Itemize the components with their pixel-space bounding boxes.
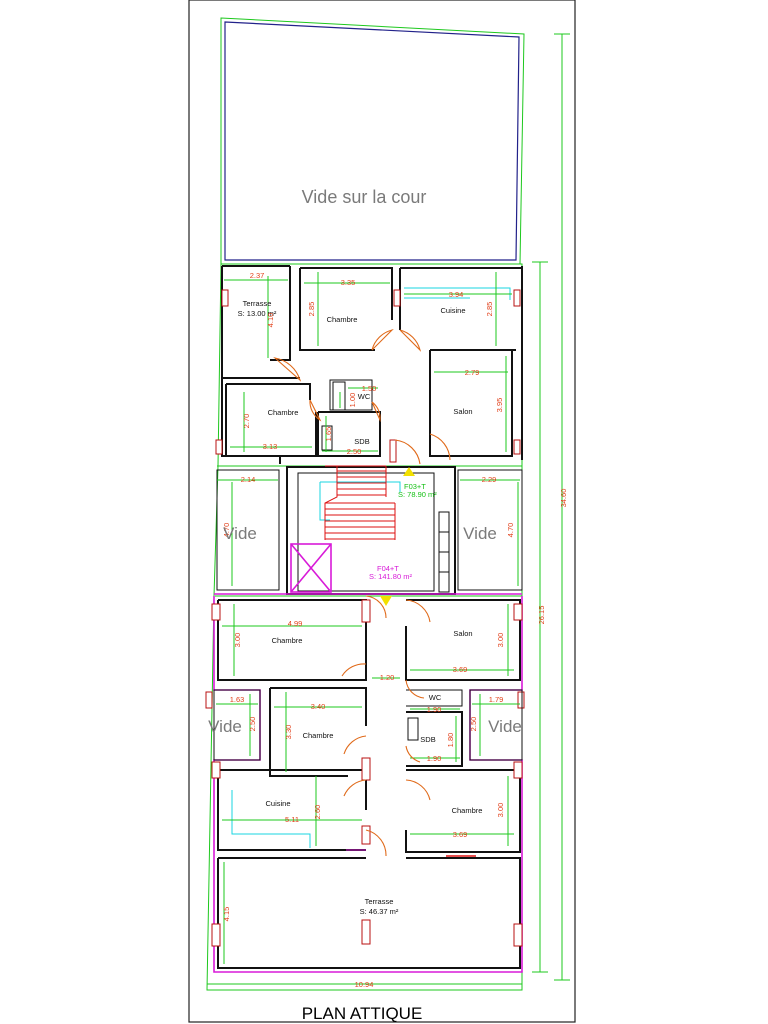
vide-left-upper: Vide <box>223 524 257 543</box>
dim-26-15: 26.15 <box>537 606 546 625</box>
dim-34-60: 34.60 <box>559 489 568 508</box>
room-cuisine-2: Cuisine <box>265 799 290 808</box>
vide-left-lower: Vide <box>208 717 242 736</box>
dim-3-13: 3.13 <box>263 442 278 451</box>
dim-1-63: 1.63 <box>230 695 245 704</box>
dim-2-50-b: 2.50 <box>248 717 257 732</box>
room-salon-2: Salon <box>453 629 472 638</box>
dim-1-80: 1.80 <box>446 733 455 748</box>
room-chambre-3: Chambre <box>272 636 303 645</box>
dim-4-15: 4.15 <box>222 907 231 922</box>
dim-1-20: 1.20 <box>380 673 395 682</box>
dim-2-79: 2.79 <box>465 368 480 377</box>
room-chambre-1: Chambre <box>327 315 358 324</box>
room-sdb-1: SDB <box>354 437 369 446</box>
unit-f03: Terrasse S: 13.00 m² Chambre Cuisine Cha… <box>215 265 523 465</box>
room-terrasse-1: Terrasse <box>243 299 272 308</box>
dim-1-65: 1.65 <box>324 427 333 442</box>
dim-1-79: 1.79 <box>489 695 504 704</box>
room-salon-1: Salon <box>453 407 472 416</box>
dim-5-11: 5.11 <box>285 815 299 824</box>
dim-2-14: 2.14 <box>241 475 256 484</box>
unit-f03-area: S: 78.90 m² <box>398 490 437 499</box>
vide-right-lower: Vide <box>488 717 522 736</box>
unit-f04-label: F04+T <box>377 564 399 573</box>
dim-2-50-a: 2.50 <box>347 447 362 456</box>
dim-3-35: 3.35 <box>341 278 356 287</box>
dim-1-90-a: 1.90 <box>427 705 442 714</box>
dim-3-40: 3.40 <box>311 702 326 711</box>
stair-core: F03+T S: 78.90 m² F04+T S: 141.80 m² <box>214 465 522 606</box>
dim-4-70-b: 4.70 <box>506 523 515 538</box>
room-chambre-5: Chambre <box>452 806 483 815</box>
dim-2-29: 2.29 <box>482 475 497 484</box>
dim-3-00-a: 3.00 <box>233 633 242 648</box>
side-voids: 2.14 2.29 4.70 4.70 Vide Vide <box>216 469 523 591</box>
dim-4-70-a: 4.70 <box>222 523 231 538</box>
overall-dimensions: 10.94 26.15 34.60 <box>207 33 570 991</box>
room-chambre-2: Chambre <box>268 408 299 417</box>
dim-2-37: 2.37 <box>250 271 265 280</box>
courtyard: Vide sur la cour <box>220 17 525 265</box>
room-chambre-4: Chambre <box>303 731 334 740</box>
room-wc-2: WC <box>429 693 442 702</box>
unit-f04-area: S: 141.80 m² <box>369 572 412 581</box>
dim-3-95: 3.95 <box>495 398 504 413</box>
dim-3-69-b: 3.69 <box>453 830 468 839</box>
room-sdb-2: SDB <box>420 735 435 744</box>
dim-3-30: 3.30 <box>284 725 293 740</box>
room-terrasse-2: Terrasse <box>365 897 394 906</box>
dim-4-99: 4.99 <box>288 619 303 628</box>
plan-title: PLAN ATTIQUE <box>302 1004 423 1023</box>
room-cuisine-1: Cuisine <box>440 306 465 315</box>
dim-2-85-a: 2.85 <box>307 302 316 317</box>
dim-2-70-a: 2.70 <box>242 414 251 429</box>
dim-2-60: 2.60 <box>313 805 322 820</box>
dim-1-90-b: 1.90 <box>427 754 442 763</box>
courtyard-label: Vide sur la cour <box>302 187 427 207</box>
dim-1-00: 1.00 <box>348 393 357 408</box>
dim-2-50-c: 2.50 <box>469 717 478 732</box>
room-wc-1: WC <box>358 392 371 401</box>
dim-2-85-b: 2.85 <box>485 302 494 317</box>
room-terrasse-2-area: S: 46.37 m² <box>360 907 399 916</box>
unit-f04: Chambre Salon WC Chambre SDB Cuisine Cha… <box>205 595 525 973</box>
unit-f03-label: F03+T <box>404 482 426 491</box>
dim-3-00-b: 3.00 <box>496 633 505 648</box>
dim-10-94: 10.94 <box>355 980 374 989</box>
room-terrasse-1-area: S: 13.00 m² <box>238 309 277 318</box>
dim-3-69-a: 3.69 <box>453 665 468 674</box>
dim-1-50: 1.50 <box>362 384 377 393</box>
dim-3-00-c: 3.00 <box>496 803 505 818</box>
sheet-border <box>188 0 576 1023</box>
dim-3-94: 3.94 <box>449 290 464 299</box>
vide-right-upper: Vide <box>463 524 497 543</box>
dim-4-10: 4.10 <box>266 313 275 328</box>
